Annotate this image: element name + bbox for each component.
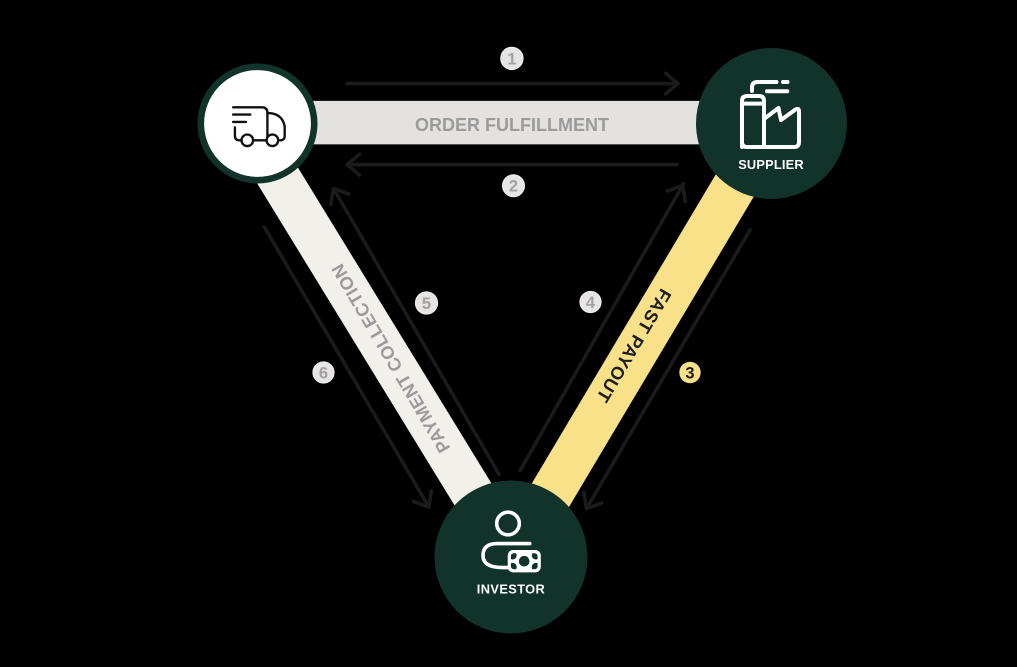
svg-text:SUPPLIER: SUPPLIER: [738, 157, 804, 172]
svg-text:3: 3: [685, 364, 694, 382]
svg-text:5: 5: [422, 295, 431, 313]
svg-text:ORDER FULFILLMENT: ORDER FULFILLMENT: [415, 115, 609, 135]
svg-text:INVESTOR: INVESTOR: [477, 582, 545, 597]
svg-text:4: 4: [586, 294, 596, 312]
svg-text:2: 2: [509, 178, 518, 196]
svg-text:1: 1: [507, 50, 516, 68]
svg-text:6: 6: [319, 364, 328, 382]
